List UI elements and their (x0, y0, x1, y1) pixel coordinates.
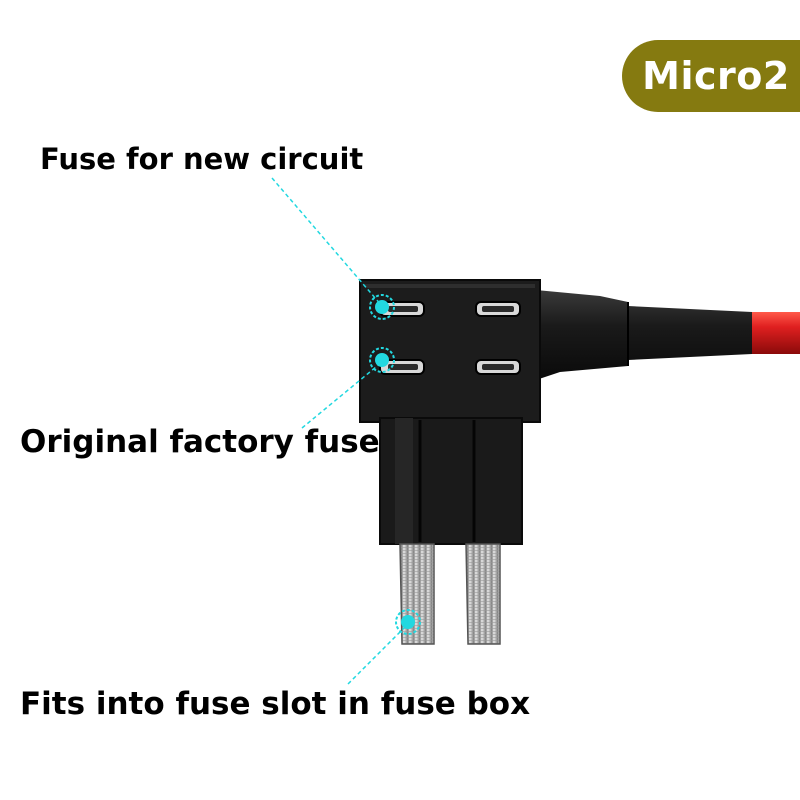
blade-terminal-right (465, 543, 501, 645)
model-badge: Micro2 (622, 40, 800, 112)
callout-marker (395, 609, 421, 635)
slot-new-circuit-right (475, 301, 521, 317)
blade-terminals (399, 543, 501, 645)
slot-original-right (475, 359, 521, 375)
red-wire (745, 312, 800, 354)
wire-boot (536, 290, 752, 380)
fuse-slots (379, 301, 521, 375)
fuse-tap-body (379, 417, 523, 545)
callout-dot (375, 353, 389, 367)
callout-new-circuit (271, 177, 395, 320)
callout-dot (401, 615, 415, 629)
callout-marker (369, 347, 395, 373)
callout-fuse-slot (347, 609, 421, 685)
callout-dot (375, 300, 389, 314)
model-badge-label: Micro2 (642, 54, 790, 98)
callout-label-fuse-slot: Fits into fuse slot in fuse box (20, 686, 531, 722)
callout-marker (369, 294, 395, 320)
callout-label-new-circuit-fuse: Fuse for new circuit (40, 142, 364, 176)
callout-label-original-fuse: Original factory fuse (20, 424, 380, 460)
callout-original (301, 347, 395, 429)
slot-original-left (379, 359, 425, 375)
